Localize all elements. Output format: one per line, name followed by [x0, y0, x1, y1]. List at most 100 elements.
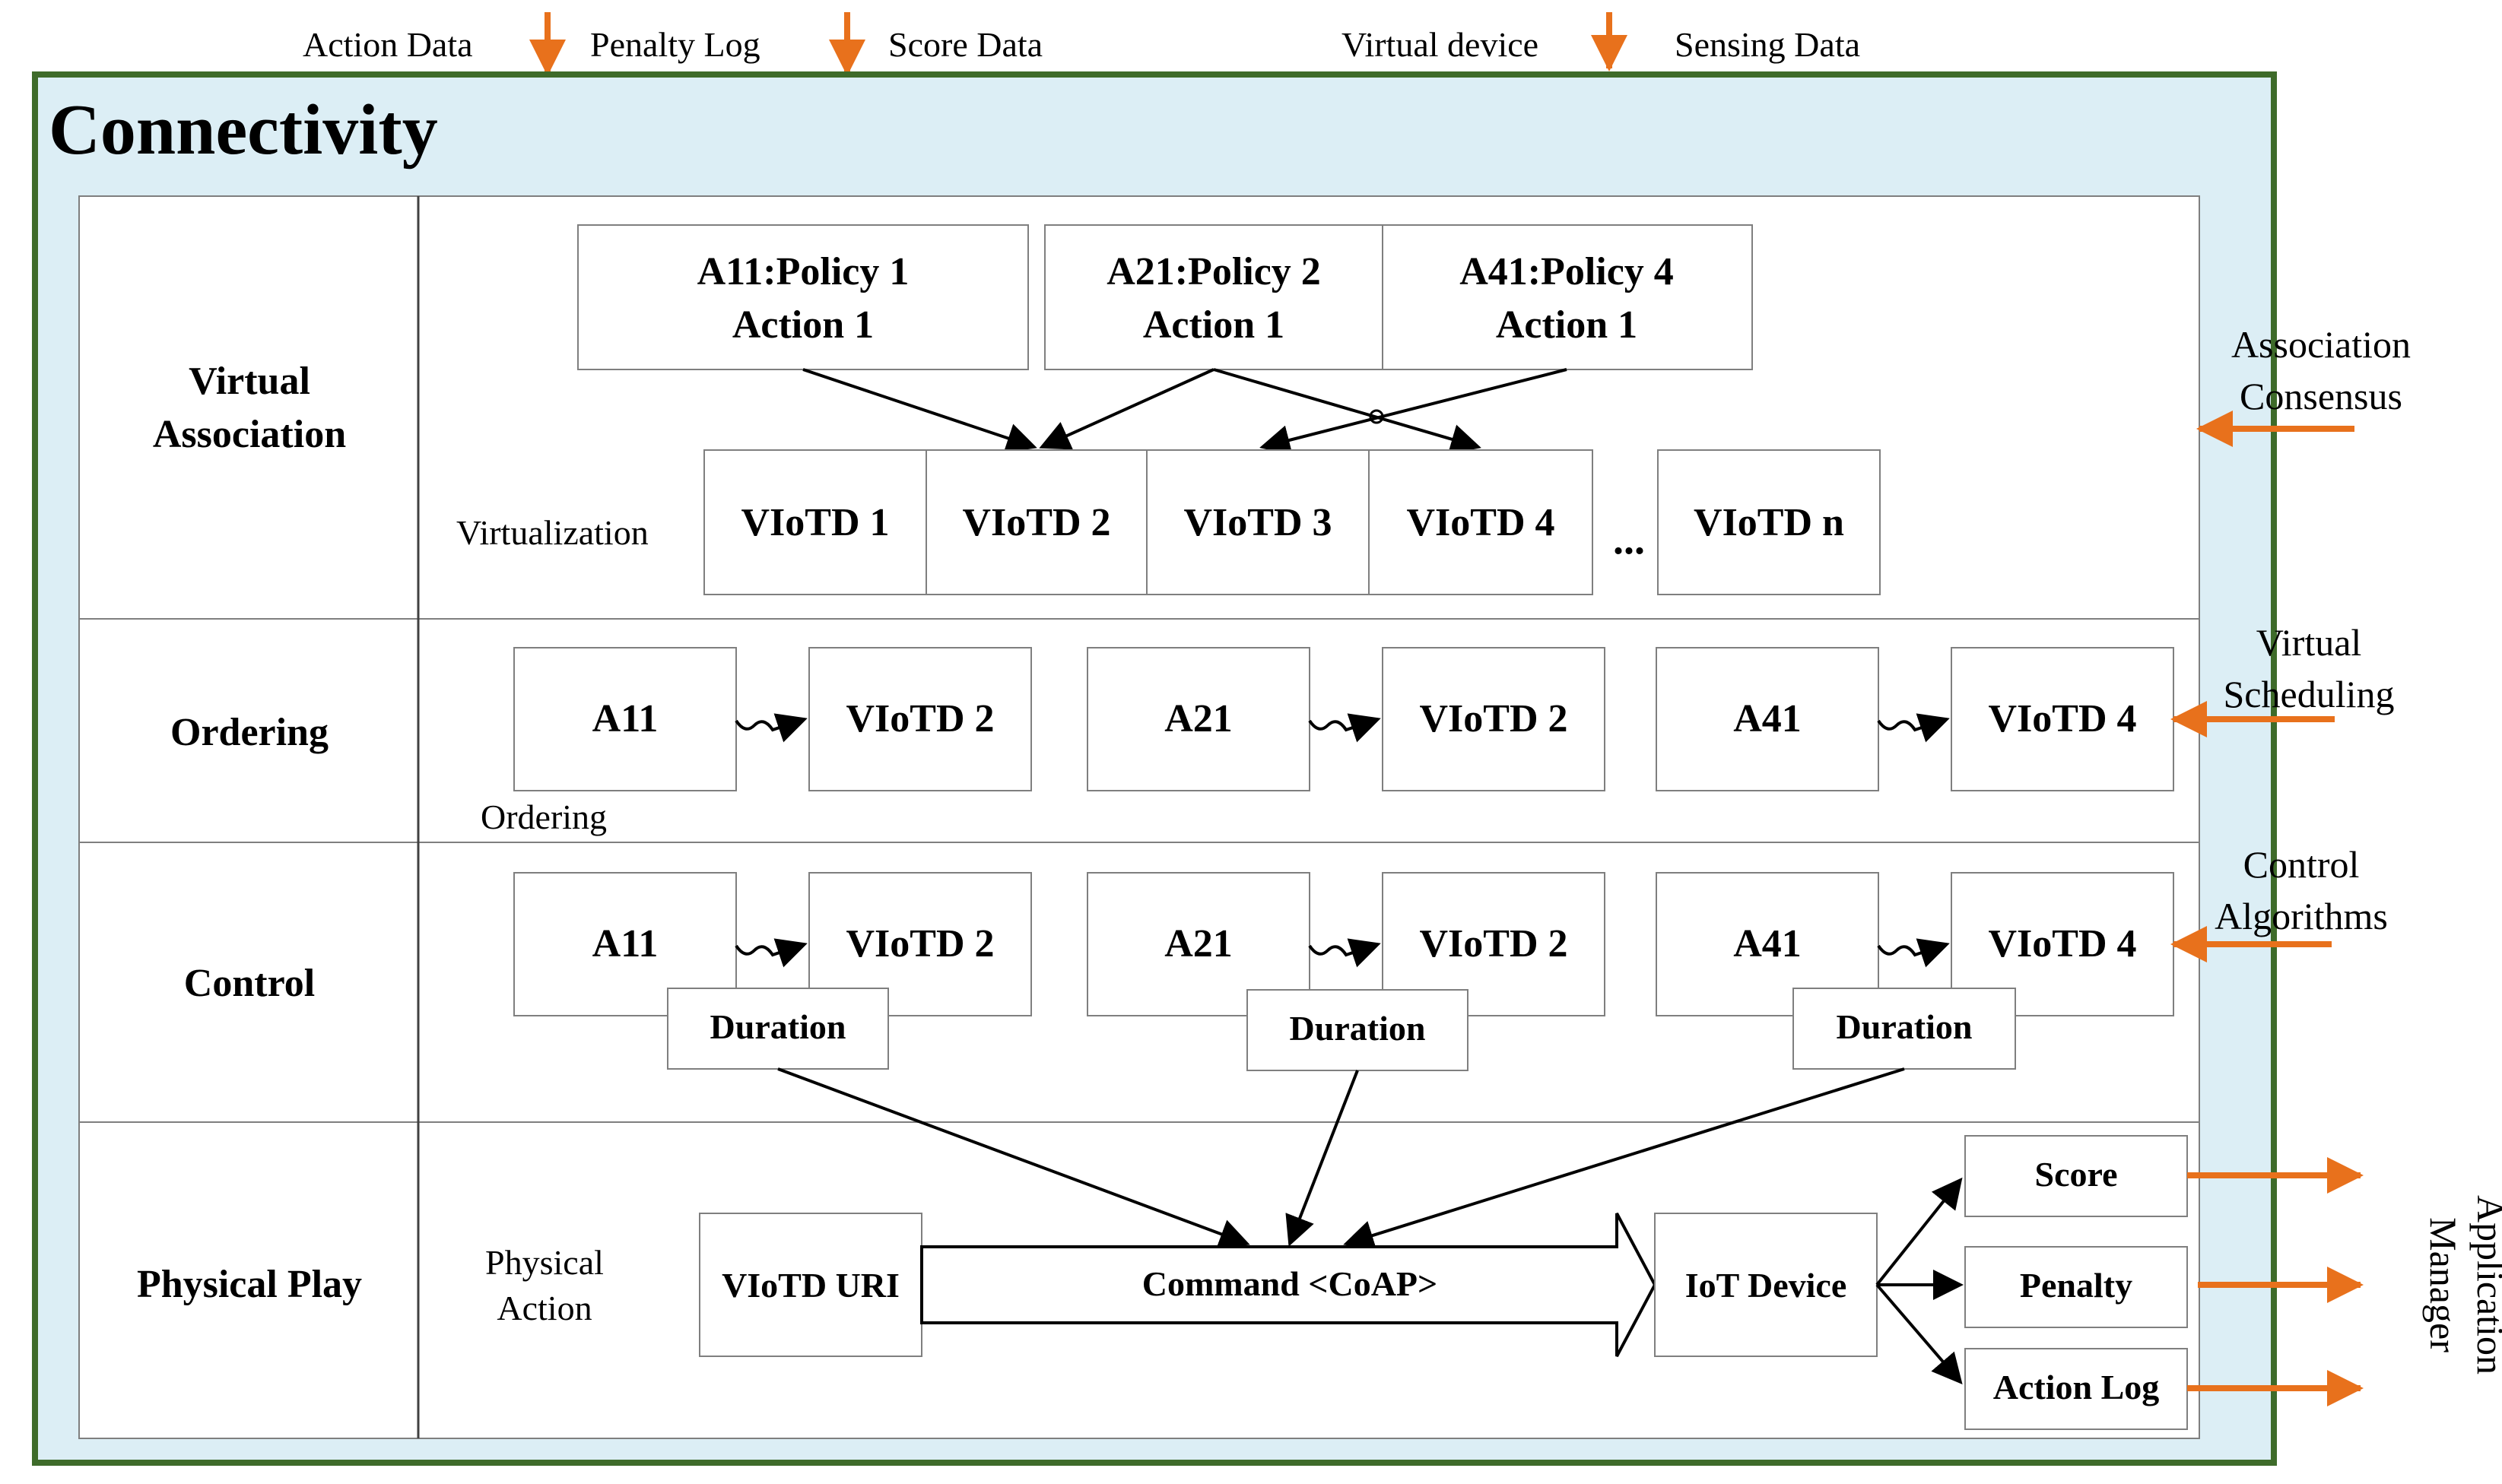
ordering-a41-link — [1877, 713, 1950, 743]
viotd-box-4 — [1368, 449, 1593, 595]
association-consensus-line1: Association — [2231, 323, 2411, 366]
command-block-arrow — [920, 1213, 1657, 1357]
virtualization-label: Virtualization — [456, 513, 649, 552]
arrow-a41-to-viotd3 — [1259, 368, 1567, 455]
arrow-iot-to-score — [1875, 1177, 1963, 1286]
virtual-device-label: Virtual device — [1341, 25, 1538, 64]
viotd-2-label: VIoTD 2 — [962, 501, 1110, 544]
control-algorithms-line2: Algorithms — [2215, 895, 2388, 937]
duration-box-a41 — [1792, 988, 2016, 1070]
ordering-a21-label: A21 — [1164, 697, 1233, 740]
side-annotations: Association Consensus Virtual Scheduling… — [2170, 323, 2502, 1406]
layer-physical-play: Physical Play — [137, 1263, 362, 1306]
action-log-box — [1964, 1348, 2188, 1430]
ordering-a11-label: A11 — [592, 697, 659, 740]
viotd-row: VIoTD 1 VIoTD 2 VIoTD 3 VIoTD 4 ... VIoT… — [703, 449, 1881, 595]
control-row: A11 VIoTD 2 Duration A21 VIoTD 2 Duratio… — [513, 872, 2174, 1071]
application-manager-line2: Manager — [2422, 1217, 2465, 1352]
control-a11-link — [735, 938, 808, 968]
ordering-device-box-a11 — [808, 647, 1032, 791]
iot-device-label: IoT Device — [1685, 1266, 1847, 1305]
arrow-duration-a41-to-command — [1343, 1067, 1905, 1251]
penalty-box — [1964, 1246, 2188, 1328]
arrow-a11-to-viotd2 — [802, 368, 1037, 453]
application-manager-line1: Application — [2469, 1195, 2502, 1375]
control-algorithms-line1: Control — [2243, 843, 2360, 886]
policy-a41-line1: A41:Policy 4 — [1459, 250, 1674, 293]
duration-to-command-arrows — [777, 1067, 1905, 1251]
ordering-a41-label: A41 — [1733, 697, 1802, 740]
sensing-data-label: Sensing Data — [1675, 25, 1860, 64]
penalty-label: Penalty — [2020, 1266, 2132, 1305]
viotd-box-n — [1657, 449, 1881, 595]
layer-control: Control — [184, 962, 315, 1005]
control-a41-link — [1877, 938, 1950, 968]
ordering-a21-device-label: VIoTD 2 — [1419, 697, 1567, 740]
line-crossover — [1369, 409, 1384, 424]
virtual-scheduling-line1: Virtual — [2256, 621, 2362, 664]
viotd-ellipsis: ... — [1613, 516, 1645, 563]
control-a41-device-label: VIoTD 4 — [1988, 922, 2136, 966]
arrow-iot-to-action-log — [1875, 1283, 1963, 1385]
penalty-log-label: Penalty Log — [590, 25, 760, 64]
virtual-scheduling-line2: Scheduling — [2224, 673, 2395, 715]
action-log-label: Action Log — [1993, 1368, 2160, 1406]
arrow-duration-a11-to-command — [777, 1067, 1250, 1249]
policy-box-a21 — [1044, 224, 1383, 370]
viotd-4-label: VIoTD 4 — [1406, 501, 1554, 544]
command-label: Command <CoAP> — [1142, 1264, 1437, 1303]
ordering-action-box-a11 — [513, 647, 737, 791]
control-a41-label: A41 — [1733, 922, 1802, 966]
policy-box-a41 — [1382, 224, 1753, 370]
score-box — [1964, 1135, 2188, 1217]
iot-device-box — [1654, 1213, 1878, 1357]
policy-a41-line2: Action 1 — [1496, 303, 1637, 347]
score-label: Score — [2034, 1155, 2117, 1194]
policy-boxes: A11:Policy 1 Action 1 A21:Policy 2 Actio… — [577, 224, 1753, 370]
arrow-a21-to-viotd4 — [1213, 368, 1481, 455]
ordering-a11-link — [735, 713, 808, 743]
viotd-3-label: VIoTD 3 — [1183, 501, 1332, 544]
viotd-uri-label: VIoTD URI — [722, 1266, 900, 1305]
iot-outputs: Score Penalty Action Log — [1964, 1135, 2188, 1430]
connectivity-title: Connectivity — [49, 90, 438, 170]
control-a21-device-label: VIoTD 2 — [1419, 922, 1567, 966]
control-a21-link — [1308, 938, 1381, 968]
viotd-1-label: VIoTD 1 — [741, 501, 889, 544]
physical-action-label-line1: Physical — [485, 1243, 604, 1282]
ordering-sublabel: Ordering — [481, 797, 607, 836]
policy-a21-line1: A21:Policy 2 — [1107, 250, 1321, 293]
physical-action-label-line2: Action — [497, 1289, 592, 1327]
layer-virtual-association-line1: Virtual — [189, 360, 310, 403]
ordering-device-box-a41 — [1951, 647, 2174, 791]
arrow-a21-to-viotd2 — [1039, 368, 1214, 450]
layer-virtual-association-line2: Association — [153, 413, 346, 456]
policy-box-a11 — [577, 224, 1029, 370]
score-data-label: Score Data — [888, 25, 1043, 64]
policy-to-viotd-arrows — [802, 368, 1567, 455]
ordering-device-box-a21 — [1382, 647, 1605, 791]
ordering-a41-device-label: VIoTD 4 — [1988, 697, 2136, 740]
application-manager-label: Application Manager — [2422, 1195, 2502, 1375]
policy-a11-line1: A11:Policy 1 — [697, 250, 910, 293]
duration-a11-label: Duration — [710, 1007, 846, 1046]
action-data-label: Action Data — [303, 25, 473, 64]
arrow-duration-a21-to-command — [1285, 1070, 1359, 1247]
top-legend: Action Data Penalty Log Score Data Virtu… — [303, 12, 1860, 76]
duration-a21-label: Duration — [1290, 1009, 1426, 1048]
association-consensus-line2: Consensus — [2240, 375, 2402, 417]
policy-a21-line2: Action 1 — [1143, 303, 1284, 347]
control-a11-device-label: VIoTD 2 — [846, 922, 994, 966]
ordering-a11-device-label: VIoTD 2 — [846, 697, 994, 740]
control-a21-label: A21 — [1164, 922, 1233, 966]
control-a11-label: A11 — [592, 922, 659, 966]
ordering-action-box-a21 — [1087, 647, 1310, 791]
ordering-a21-link — [1308, 713, 1381, 743]
ordering-row: A11 VIoTD 2 A21 VIoTD 2 A41 VIoTD 4 — [513, 647, 2174, 791]
layer-ordering: Ordering — [170, 711, 329, 754]
ordering-action-box-a41 — [1656, 647, 1879, 791]
iot-output-arrows — [1875, 1177, 1964, 1385]
viotd-uri-box — [699, 1213, 922, 1357]
duration-a41-label: Duration — [1837, 1007, 1973, 1046]
